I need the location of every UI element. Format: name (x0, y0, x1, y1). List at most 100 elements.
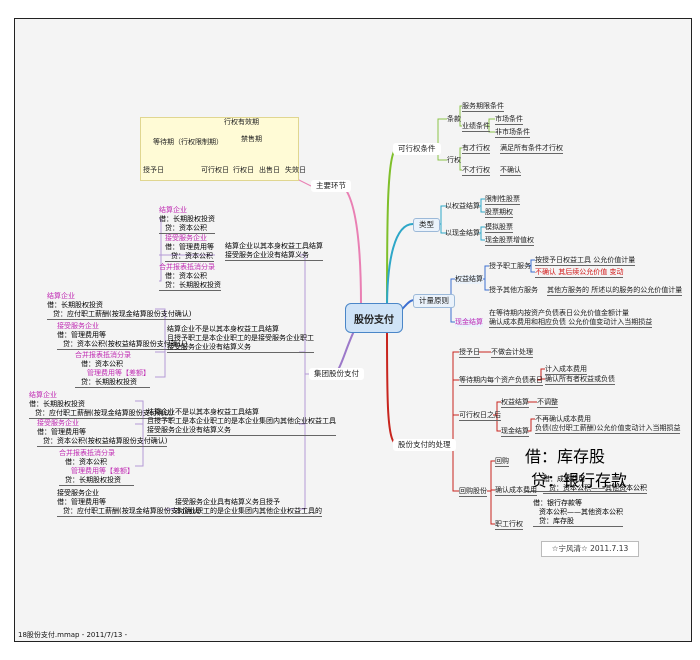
proc-waiting-line-1: 计入成本费用 (545, 365, 587, 375)
entity-title: 结算企业 (29, 391, 57, 399)
topic-measurement[interactable]: 计量原则 (413, 294, 455, 308)
journal-line: 借：库存股 (525, 447, 606, 466)
group-s1-settle: 结算企业 借：长期股权投资 贷：资本公积 (159, 206, 215, 234)
entity-title: 合并报表抵消分录 (159, 263, 215, 271)
journal-line: 借：长期股权投资 (29, 400, 85, 408)
journal-line: 贷：资本公积(按权益结算股份支付确认) (37, 437, 168, 447)
journal-line: 借：长期股权投资 (47, 301, 103, 309)
vesting-terms: 条款 (447, 115, 461, 123)
journal-line: 贷：资本公积 (165, 252, 214, 262)
types-equity-item: 限制性股票 (485, 195, 520, 205)
journal-line: 资本公积——其他资本公积 (539, 508, 623, 516)
vesting-service: 服务期限条件 (462, 102, 504, 112)
timeline-period-label: 行权有效期 (224, 118, 259, 126)
vesting-yes: 有才行权 (462, 144, 490, 154)
journal-line: 贷：资本公积 (159, 224, 215, 234)
entity-title: 接受服务企业 (37, 419, 79, 427)
topic-types[interactable]: 类型 (413, 218, 440, 232)
entity-title: 接受服务企业 (165, 234, 207, 242)
journal-line: 借：管理费用等 (57, 498, 106, 506)
measure-other-line: 其他方服务的 所述以的服务的公允价值计量 (547, 286, 683, 296)
proc-repo-cost-entry: 借：成本费用 贷：资本公积——其他资本公积 (543, 475, 647, 494)
mindmap-canvas: 行权有效期 等待期（行权限制期） 禁售期 授予日 可行权日 行权日 出售日 失效… (14, 18, 692, 642)
topic-processing[interactable]: 股份支付的处理 (393, 439, 456, 451)
entity-title: 结算企业 (47, 292, 75, 300)
journal-line: 借：管理费用等 (57, 331, 106, 339)
journal-line: 贷：长期股权投资 (75, 378, 150, 388)
types-cash-item: 模拟股票 (485, 223, 513, 233)
proc-waiting: 等待期内每个资产负债表日 (459, 376, 543, 386)
types-equity-item: 股票期权 (485, 208, 513, 218)
proc-cash-settle-line-1: 不再确认成本费用 (535, 415, 591, 423)
group-s4-receiver: 接受服务企业 借：管理费用等 贷：应付职工薪酬(按现金结算股份支付确认) (57, 489, 202, 517)
journal-line: 借：银行存款等 (533, 499, 582, 507)
group-s3-settle: 结算企业 借：长期股权投资 贷：应付职工薪酬(按现金结算股份支付确认) (29, 391, 174, 419)
group-s3-desc: 结算企业不是以其本身权益工具结算 且授予职工是本企业职工的是本企业集团内其他企业… (147, 408, 336, 436)
group-s4-desc: 接受服务企业具有结算义务且授予 本企业职工的是企业集团内其他企业权益工具的 (175, 498, 322, 517)
proc-grant-day: 授予日 (459, 348, 480, 358)
journal-line: 贷：长期股权投资 (59, 476, 134, 486)
group-s1-desc: 结算企业以其本身权益工具结算 接受服务企业没有结算义务 (225, 242, 323, 261)
root-topic[interactable]: 股份支付 (345, 303, 403, 333)
vesting-yes-desc: 满足所有条件才行权 (500, 144, 563, 154)
group-s1-receiver: 接受服务企业 借：管理费用等 贷：资本公积 (165, 234, 214, 262)
timeline-ban-label: 禁售期 (241, 135, 262, 143)
footer-file-info: 18股份支付.mmap - 2011/7/13 - (18, 631, 128, 639)
measure-staff-line-2: 不确认 其后续公允价值 变动 (535, 268, 624, 278)
group-s2-settle: 结算企业 借：长期股权投资 贷：应付职工薪酬(按现金结算股份支付确认) (47, 292, 192, 320)
topic-vesting-conditions[interactable]: 可行权条件 (393, 143, 441, 155)
vesting-performance: 业绩条件 (462, 122, 490, 132)
desc-line: 接受服务企业没有结算义务 (147, 426, 336, 436)
group-s1-consolidation: 合并报表抵消分录 借：资本公积 贷：长期股权投资 (159, 263, 221, 291)
group-s2-receiver: 接受服务企业 借：管理费用等 贷：资本公积(按权益结算股份支付确认) (57, 322, 188, 350)
timeline-point: 授予日 (143, 166, 164, 174)
journal-line: 借：资本公积 (65, 458, 107, 466)
proc-after-vest: 可行权日之后 (459, 411, 501, 421)
timeline-point: 行权日 (233, 166, 254, 174)
measure-staff-line-1: 按授予日权益工具 公允价值计量 (535, 256, 636, 266)
proc-grant-staff: 职工行权 (495, 520, 523, 530)
proc-waiting-line-2: 确认所有者权益或负债 (545, 375, 615, 385)
journal-line: 管理费用等【差额】 (71, 467, 134, 475)
measure-cash-line-2: 确认成本费用和相应负债 公允价值变动计入当期损益 (489, 318, 653, 328)
timeline-point: 可行权日 (201, 166, 229, 174)
journal-line: 借：资本公积 (81, 360, 123, 368)
desc-line: 且授予职工是本企业职工的是接受服务企业职工 (167, 334, 314, 342)
group-s2-consolidation: 合并报表抵消分录 借：资本公积 管理费用等【差额】 贷：长期股权投资 (75, 351, 150, 388)
journal-line: 借：管理费用等 (37, 428, 86, 436)
proc-equity-settle: 权益结算 (501, 398, 529, 408)
vesting-exercise: 行权 (447, 156, 461, 164)
journal-line: 贷：库存股 (533, 517, 623, 527)
journal-line: 贷：应付职工薪酬(按现金结算股份支付确认) (57, 507, 202, 517)
measure-staff: 授予职工服务 (489, 262, 531, 270)
desc-line: 接受服务企业没有结算义务 (225, 251, 323, 261)
journal-line: 贷：资本公积(按权益结算股份支付确认) (57, 340, 188, 350)
topic-group-payment[interactable]: 集团股份支付 (309, 368, 364, 380)
timeline-point: 出售日 (259, 166, 280, 174)
proc-repo-cost: 确认成本费用 (495, 486, 537, 496)
journal-line: 借：管理费用等 (165, 243, 214, 251)
entity-title: 接受服务企业 (57, 489, 99, 497)
signature-label: ☆宁风清☆ 2011.7.13 (541, 541, 639, 557)
journal-line: 管理费用等【差额】 (87, 369, 150, 377)
desc-line: 接受服务企业具有结算义务且授予 (175, 498, 280, 506)
journal-line: 借：资本公积 (165, 272, 207, 280)
journal-line: 贷：应付职工薪酬(按现金结算股份支付确认) (47, 310, 192, 320)
group-s3-consolidation: 合并报表抵消分录 借：资本公积 管理费用等【差额】 贷：长期股权投资 (59, 449, 134, 486)
types-cash: 以现金结算 (445, 229, 480, 237)
timeline-point: 失效日 (285, 166, 306, 174)
vesting-non-market: 非市场条件 (495, 128, 530, 138)
entity-title: 合并报表抵消分录 (75, 351, 131, 359)
measure-cash: 现金结算 (455, 318, 483, 327)
types-cash-item: 现金股票增值权 (485, 236, 534, 246)
vesting-market: 市场条件 (495, 115, 523, 125)
measure-other: 授予其他方服务 (489, 286, 538, 294)
desc-line: 且授予职工是本企业职工的是本企业集团内其他企业权益工具 (147, 417, 336, 425)
journal-line: 贷：应付职工薪酬(按现金结算股份支付确认) (29, 409, 174, 419)
desc-line: 本企业职工的是企业集团内其他企业权益工具的 (175, 507, 322, 517)
desc-line: 接受服务企业没有结算义务 (167, 343, 314, 353)
vesting-no: 不才行权 (462, 166, 490, 176)
topic-key-steps[interactable]: 主要环节 (311, 180, 351, 192)
desc-line: 结算企业以其本身权益工具结算 (225, 242, 323, 250)
vesting-no-desc: 不确认 (500, 166, 521, 176)
